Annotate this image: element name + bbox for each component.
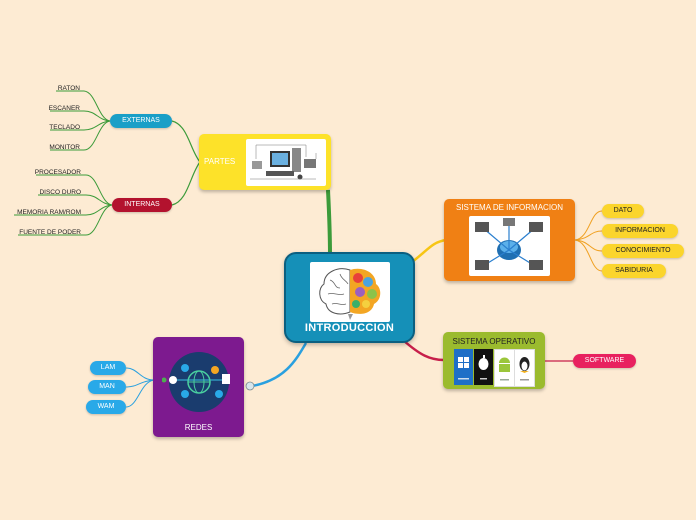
central-title: INTRODUCCION xyxy=(304,322,395,334)
topic-sistema-informacion[interactable]: SISTEMA DE INFORMACION xyxy=(444,199,575,281)
item-lam[interactable]: LAM xyxy=(90,361,126,375)
partes-label: PARTES xyxy=(204,157,236,166)
leaf-procesador[interactable]: PROCESADOR xyxy=(34,169,81,176)
brain-icon xyxy=(319,268,381,320)
android-icon xyxy=(494,349,515,387)
leaf-raton[interactable]: RATON xyxy=(57,85,80,92)
apple-icon xyxy=(474,349,493,385)
topic-partes[interactable]: PARTES xyxy=(199,134,331,190)
leaf-monitor[interactable]: MONITOR xyxy=(49,144,80,151)
windows-icon xyxy=(454,349,473,385)
computer-parts-image xyxy=(246,139,326,186)
internas-node[interactable]: INTERNAS xyxy=(112,198,172,212)
redes-label: REDES xyxy=(184,423,213,432)
item-sabiduria[interactable]: SABIDURIA xyxy=(602,264,666,278)
leaf-disco-duro[interactable]: DISCO DURO xyxy=(39,189,81,196)
item-dato[interactable]: DATO xyxy=(602,204,644,218)
leaf-fuente-de-poder[interactable]: FUENTE DE PODER xyxy=(19,229,81,236)
network-image xyxy=(469,216,550,276)
leaf-memoria[interactable]: MEMORIA RAM/ROM xyxy=(17,209,81,216)
brain-image xyxy=(310,262,390,322)
computer-parts-icon xyxy=(250,144,317,180)
leaf-escaner[interactable]: ESCANER xyxy=(48,105,80,112)
software-node[interactable]: SOFTWARE xyxy=(573,354,636,368)
central-topic[interactable]: INTRODUCCION xyxy=(284,252,415,343)
sistema-informacion-label: SISTEMA DE INFORMACION xyxy=(455,203,564,212)
item-informacion[interactable]: INFORMACION xyxy=(602,224,678,238)
item-man[interactable]: MAN xyxy=(88,380,126,394)
network-globe-icon xyxy=(162,352,230,412)
sistema-operativo-label: SISTEMA OPERATIVO xyxy=(452,337,536,346)
network-computers-icon xyxy=(475,218,543,270)
linux-icon xyxy=(514,349,535,387)
leaf-teclado[interactable]: TECLADO xyxy=(49,124,80,131)
externas-node[interactable]: EXTERNAS xyxy=(110,114,172,128)
item-wam[interactable]: WAM xyxy=(86,400,126,414)
item-conocimiento[interactable]: CONOCIMIENTO xyxy=(602,244,684,258)
